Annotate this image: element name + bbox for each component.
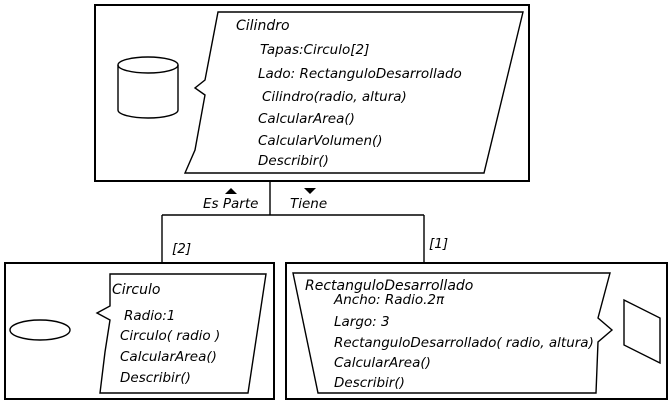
relation-connectors: Es Parte Tiene [2] [1] <box>161 181 448 262</box>
rectangulo-member: RectanguloDesarrollado( radio, altura) <box>334 335 594 351</box>
down-arrow-icon <box>304 188 316 194</box>
rectangulo-title: RectanguloDesarrollado <box>305 278 473 294</box>
circulo-note-shape <box>95 273 267 394</box>
rectangulo-box: RectanguloDesarrollado Ancho: Radio.2π L… <box>285 262 668 400</box>
multiplicity-circulo: [2] <box>172 241 191 257</box>
rectangulo-note-shape <box>292 272 614 394</box>
circulo-member: Circulo( radio ) <box>120 328 220 344</box>
cilindro-member: CalcularArea() <box>258 111 355 127</box>
circulo-member: CalcularArea() <box>120 349 217 365</box>
relation-label-es-parte: Es Parte <box>203 196 258 212</box>
circulo-frame <box>4 262 275 400</box>
multiplicity-rectangulo: [1] <box>429 236 448 252</box>
cylinder-icon <box>117 56 179 119</box>
circulo-member: Describir() <box>120 370 191 386</box>
rectangulo-member: Largo: 3 <box>334 314 390 330</box>
cilindro-member: Tapas:Circulo[2] <box>260 42 369 58</box>
relation-label-tiene: Tiene <box>290 196 327 212</box>
cilindro-title: Cilindro <box>236 18 290 34</box>
rectangulo-member: CalcularArea() <box>334 355 431 371</box>
cilindro-member: Lado: RectanguloDesarrollado <box>258 66 462 82</box>
rectangulo-member: Describir() <box>334 375 405 391</box>
circulo-title: Circulo <box>112 282 160 298</box>
parallelogram-icon <box>623 298 661 365</box>
ellipse-icon <box>9 319 71 341</box>
rectangulo-member: Ancho: Radio.2π <box>333 292 445 308</box>
circulo-box: Circulo Radio:1 Circulo( radio ) Calcula… <box>4 262 275 400</box>
up-arrow-icon <box>225 188 237 194</box>
cilindro-note-shape <box>183 11 524 174</box>
cilindro-member: CalcularVolumen() <box>258 133 383 149</box>
rectangulo-frame <box>285 262 668 400</box>
cilindro-member: Cilindro(radio, altura) <box>262 89 407 105</box>
circulo-member: Radio:1 <box>124 308 175 324</box>
cilindro-box: Cilindro Tapas:Circulo[2] Lado: Rectangu… <box>94 4 530 182</box>
cilindro-member: Describir() <box>258 153 329 169</box>
cilindro-frame <box>94 4 530 182</box>
